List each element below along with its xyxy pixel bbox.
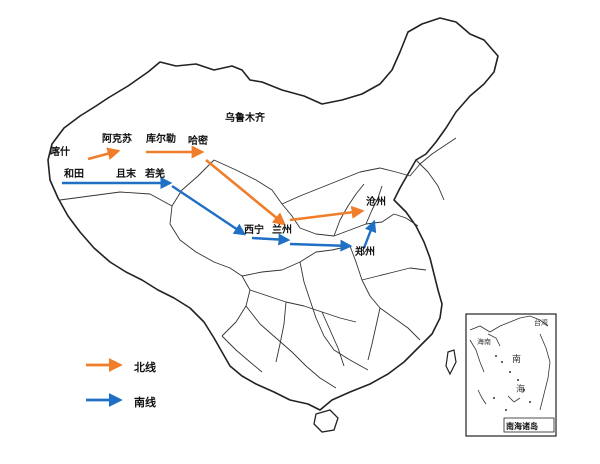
south-route: [62, 177, 377, 252]
north-route: [87, 145, 365, 226]
legend-north-label: 北线: [134, 361, 156, 374]
city-label-zhengzhou: 郑州: [355, 247, 375, 258]
city-label-ruoqiang: 若羌: [145, 169, 165, 180]
inset-frame: [465, 313, 557, 437]
south-arrow-lanzhou-zhengzhou: [289, 239, 353, 252]
north-arrow-hami-lanzhou: [205, 158, 287, 226]
inset-label-hainan: 海南: [477, 338, 491, 346]
inset-label-taiwan: 台湾: [534, 319, 548, 327]
inset-caption-box: [503, 417, 555, 433]
taiwan-island: [445, 349, 457, 376]
south-arrow-xining-lanzhou: [251, 233, 291, 246]
country-outline: [47, 17, 499, 411]
legend-south-label: 南线: [134, 396, 156, 409]
inset-islands: [493, 355, 531, 411]
north-arrow-kashi-akesu: [87, 147, 121, 161]
city-label-kashi: 喀什: [50, 147, 70, 158]
inset-caption: 南海诸岛: [506, 422, 538, 431]
city-label-qiemo: 且末: [116, 169, 136, 180]
city-label-kuerle: 库尔勒: [146, 134, 176, 145]
inset-coastline: [469, 315, 551, 411]
city-label-hami: 哈密: [188, 136, 208, 147]
north-arrow-lanzhou-cangzhou: [289, 205, 365, 222]
city-label-lanzhou: 兰州: [272, 225, 292, 236]
hainan-island: [313, 409, 339, 433]
city-label-urumqi: 乌鲁木齐: [225, 113, 265, 124]
city-label-cangzhou: 沧州: [366, 197, 386, 208]
province-boundaries: [59, 137, 457, 389]
inset-label-hai: 海: [516, 385, 526, 395]
inset-label-nan: 南: [512, 355, 522, 365]
south-arrow-ruoqiang-xining: [171, 185, 246, 236]
south-arrow-zhengzhou-cangzhou: [362, 219, 377, 249]
city-label-akesu: 阿克苏: [102, 134, 132, 145]
city-label-xining: 西宁: [244, 225, 264, 236]
city-label-hetian: 和田: [64, 169, 84, 180]
